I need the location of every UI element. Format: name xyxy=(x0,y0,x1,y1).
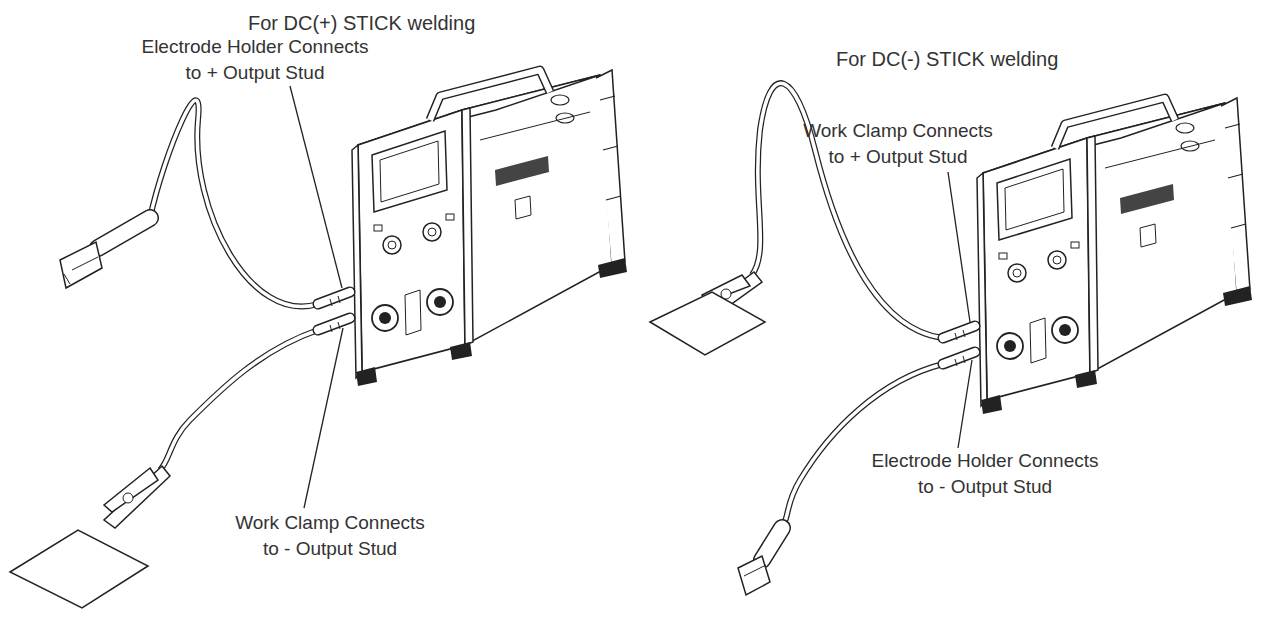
heading: For DC(-) STICK welding xyxy=(836,46,1058,72)
callout-label: Work Clamp Connects to - Output Stud xyxy=(234,510,427,562)
callout-label: Electrode Holder Connects to - Output St… xyxy=(870,448,1100,500)
heading: For DC(+) STICK welding xyxy=(248,10,475,36)
callout-label: Work Clamp Connects to + Output Stud xyxy=(800,118,996,170)
callout-label: Electrode Holder Connects to + Output St… xyxy=(139,34,372,86)
